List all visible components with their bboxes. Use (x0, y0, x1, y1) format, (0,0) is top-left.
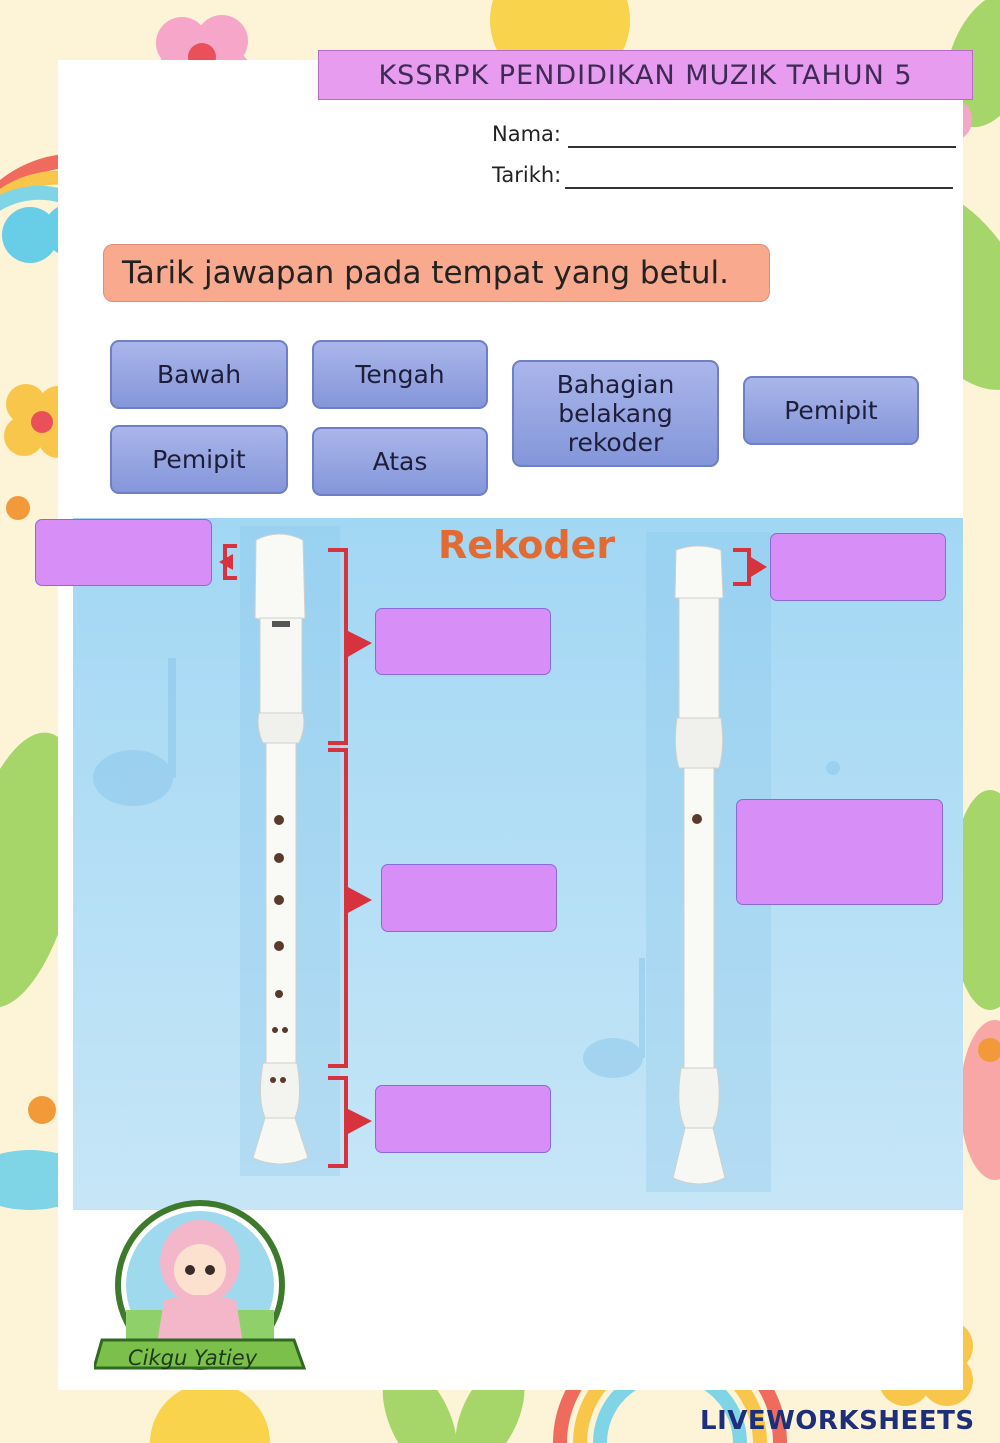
date-line[interactable] (565, 187, 953, 189)
teacher-logo (94, 1200, 307, 1370)
answer-chip-pemipit-2[interactable]: Pemipit (743, 376, 919, 445)
drop-zone-3[interactable] (381, 864, 557, 932)
recorder-front-view (240, 526, 340, 1176)
label-arrows (219, 554, 767, 1135)
credit-label: Cikgu Yatiey (128, 1346, 258, 1370)
diagram-title: Rekoder (438, 523, 616, 567)
answer-chip-bawah[interactable]: Bawah (110, 340, 288, 409)
instruction-banner: Tarik jawapan pada tempat yang betul. (103, 244, 770, 302)
name-line[interactable] (568, 146, 956, 148)
name-label: Nama: (492, 122, 561, 146)
drop-zone-4[interactable] (375, 1085, 551, 1153)
date-label: Tarikh: (492, 163, 562, 187)
answer-chip-pemipit-1[interactable]: Pemipit (110, 425, 288, 494)
worksheet-title: KSSRPK PENDIDIKAN MUZIK TAHUN 5 (318, 50, 973, 100)
drop-zone-1[interactable] (35, 519, 212, 586)
liveworksheets-brand[interactable]: LIVEWORKSHEETS (700, 1406, 975, 1436)
drop-zone-5[interactable] (770, 533, 946, 601)
drop-zone-6[interactable] (736, 799, 943, 905)
answer-chip-atas[interactable]: Atas (312, 427, 488, 496)
drop-zone-2[interactable] (375, 608, 551, 675)
answer-chip-bahagian-belakang[interactable]: Bahagian belakang rekoder (512, 360, 719, 467)
answer-chip-tengah[interactable]: Tengah (312, 340, 488, 409)
